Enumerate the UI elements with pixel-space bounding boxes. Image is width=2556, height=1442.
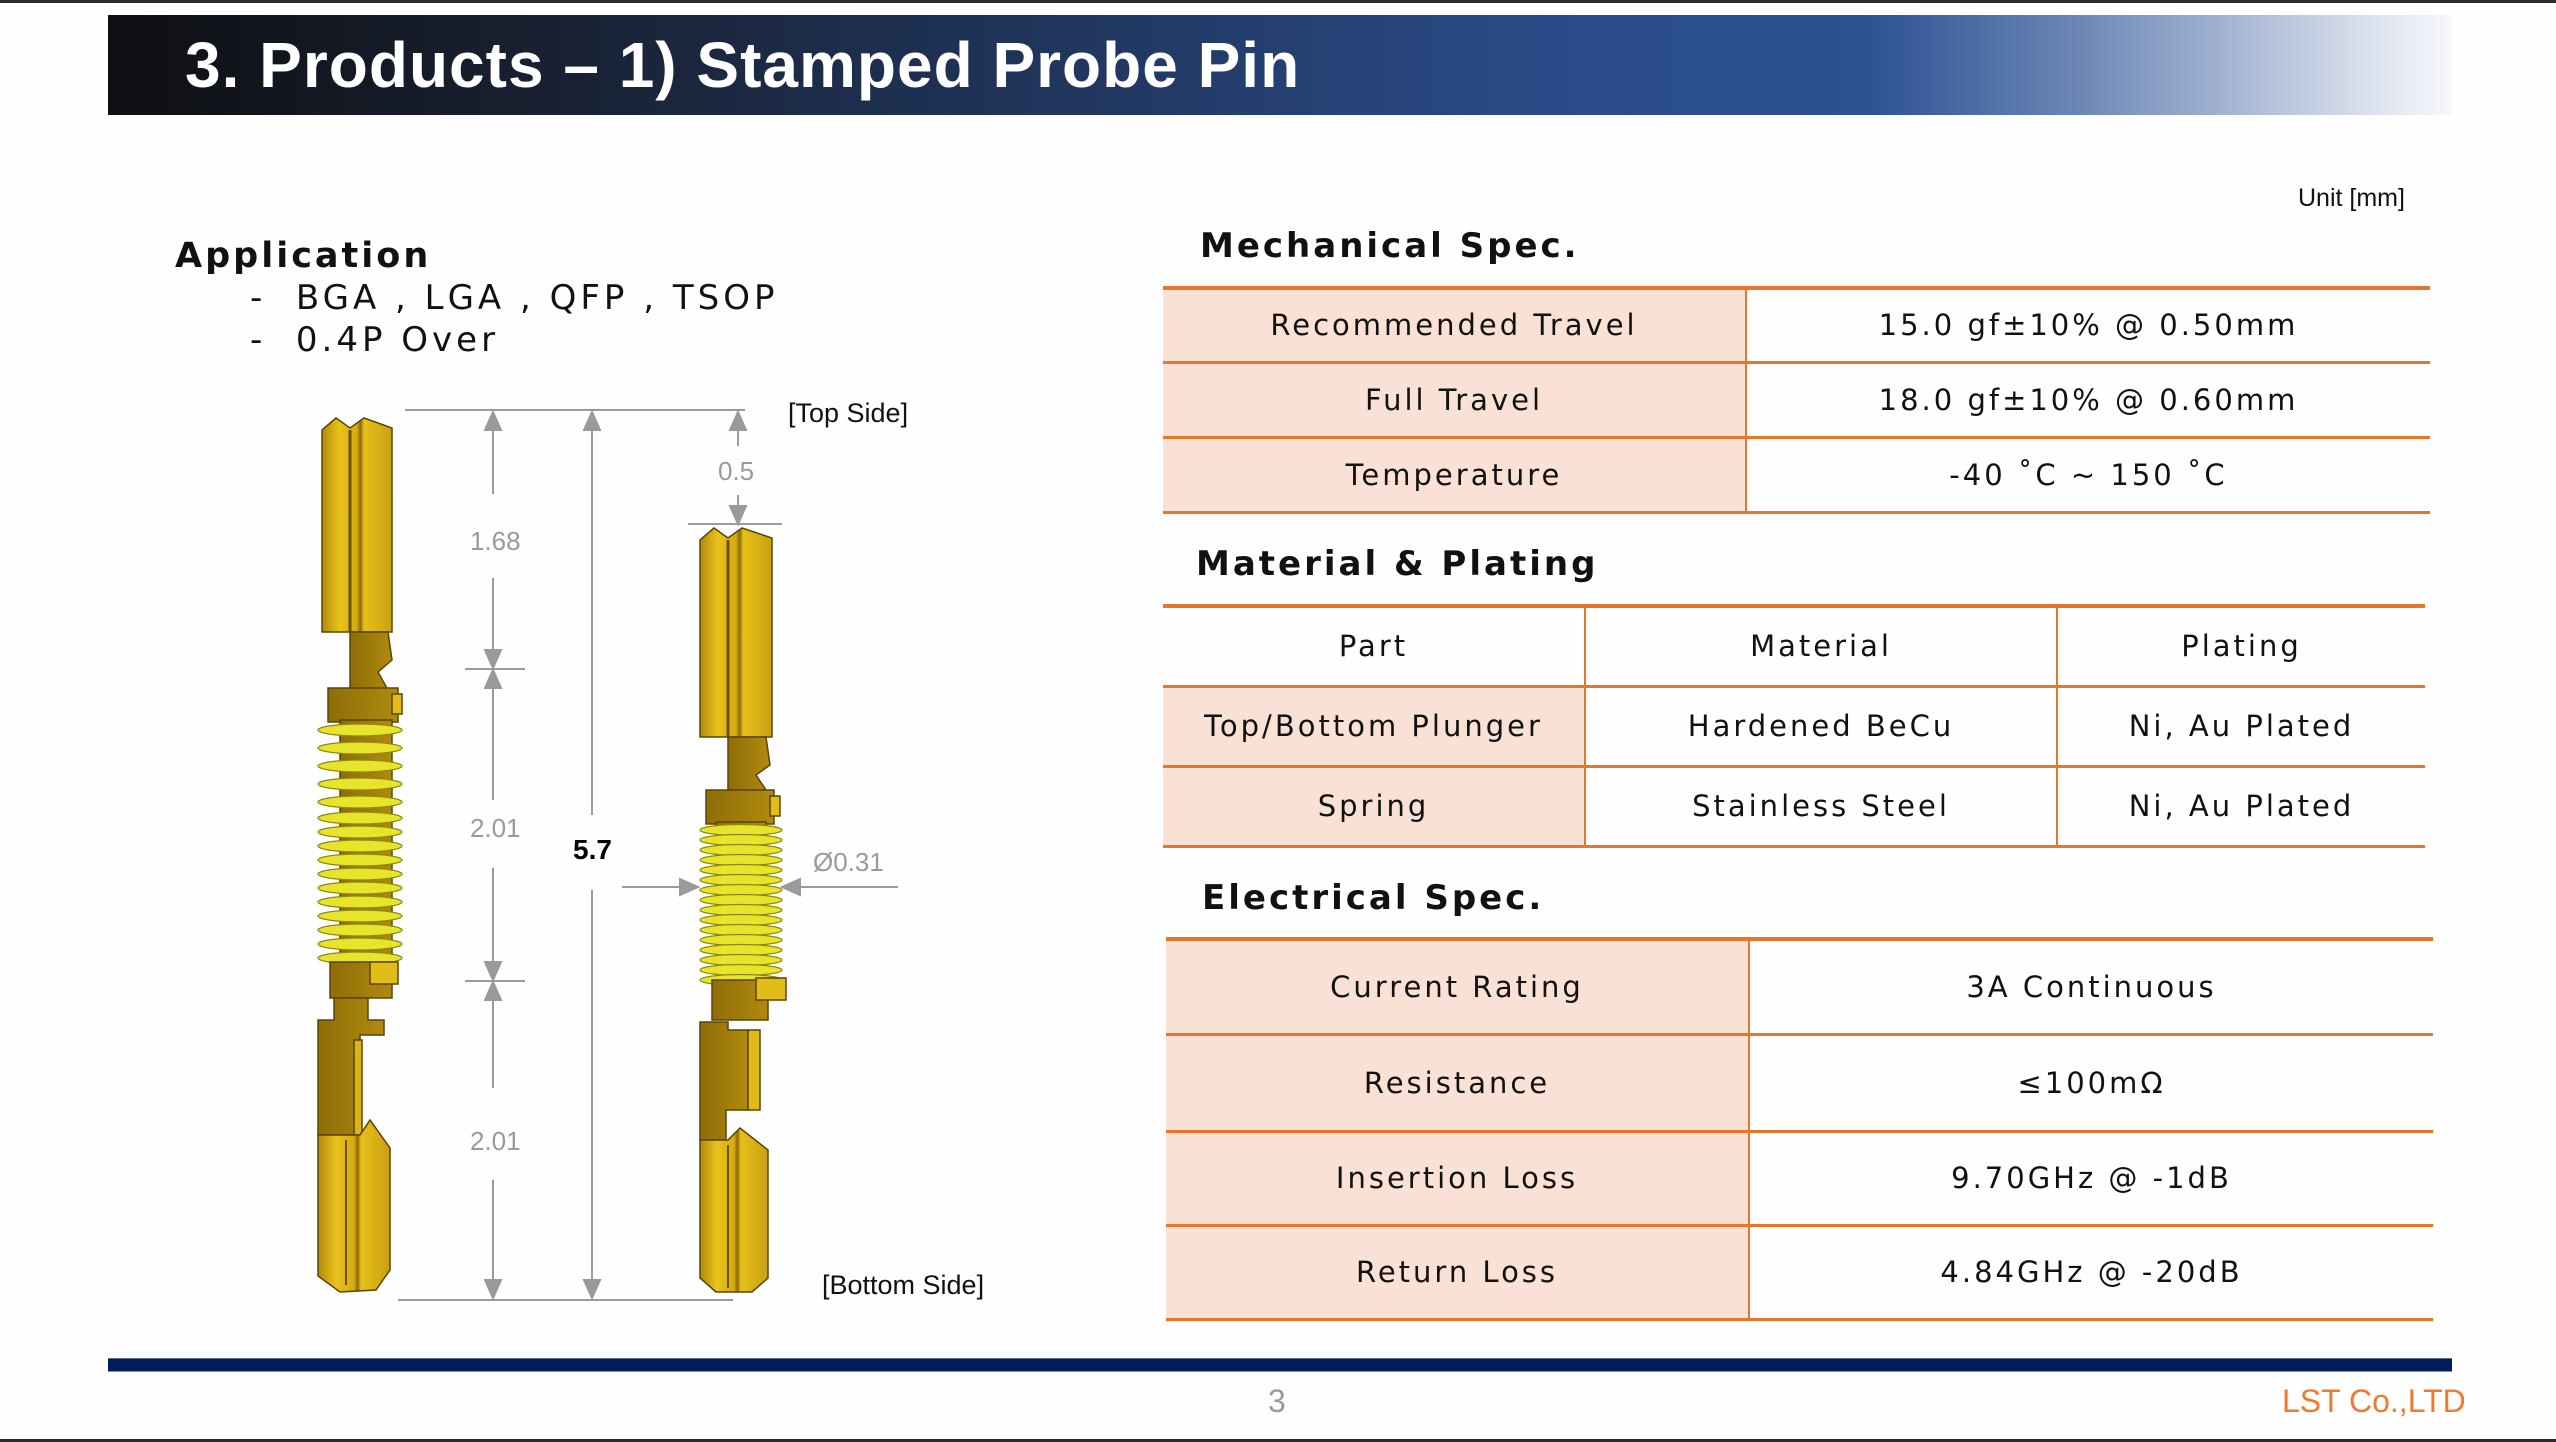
- footer-bar: [108, 1358, 2452, 1372]
- spec-value: 18.0 gf±10% @ 0.60mm: [1746, 362, 2430, 439]
- top-side-label: [Top Side]: [788, 398, 909, 428]
- spec-label: Current Rating: [1166, 937, 1750, 1036]
- table-row: Resistance ≤100mΩ: [1166, 1034, 2433, 1133]
- application-item: - 0.4P Over: [250, 320, 500, 360]
- table-row: Recommended Travel 15.0 gf±10% @ 0.50mm: [1163, 286, 2430, 364]
- table-row: Current Rating 3A Continuous: [1166, 937, 2433, 1036]
- mechanical-spec-heading: Mechanical Spec.: [1200, 226, 1580, 266]
- title-bar: [108, 15, 2452, 115]
- slide-title: 3. Products – 1) Stamped Probe Pin: [185, 29, 1301, 101]
- pin-free-state: [317, 417, 403, 1293]
- spring-coils: [699, 823, 783, 987]
- spec-label: Recommended Travel: [1163, 286, 1747, 364]
- spec-label: Full Travel: [1163, 362, 1747, 439]
- application-item: - BGA , LGA , QFP , TSOP: [250, 278, 779, 318]
- page-number: 3: [1268, 1383, 1286, 1419]
- column-header-part: Part: [1163, 604, 1586, 688]
- company-name: LST Co.,LTD: [2282, 1383, 2466, 1419]
- column-header-plating: Plating: [2057, 604, 2425, 688]
- unit-label: Unit [mm]: [2298, 184, 2405, 212]
- pin-compressed-state: [699, 527, 787, 1293]
- spec-value: 15.0 gf±10% @ 0.50mm: [1746, 286, 2430, 364]
- dimension-spring-diameter: Ø0.31: [813, 847, 884, 877]
- bottom-side-label: [Bottom Side]: [822, 1270, 985, 1300]
- column-header-material: Material: [1585, 604, 2058, 688]
- material-plating-table: Part Material Plating Top/Bottom Plunger…: [1163, 604, 2425, 848]
- table-row: Insertion Loss 9.70GHz @ -1dB: [1166, 1131, 2433, 1227]
- plating-cell: Ni, Au Plated: [2057, 766, 2425, 848]
- window-frame-bottom: [0, 1439, 2556, 1442]
- material-cell: Hardened BeCu: [1585, 686, 2058, 768]
- spec-label: Return Loss: [1166, 1225, 1750, 1321]
- table-row: Spring Stainless Steel Ni, Au Plated: [1163, 766, 2425, 848]
- spec-value: -40 ˚C ~ 150 ˚C: [1746, 437, 2430, 514]
- dimension-bottom-plunger: 2.01: [470, 1126, 521, 1156]
- application-heading: Application: [175, 236, 432, 276]
- part-cell: Spring: [1163, 766, 1586, 848]
- window-frame-top: [0, 0, 2556, 3]
- table-row: Temperature -40 ˚C ~ 150 ˚C: [1163, 437, 2430, 514]
- electrical-spec-table: Current Rating 3A Continuous Resistance …: [1166, 937, 2433, 1321]
- electrical-spec-heading: Electrical Spec.: [1202, 878, 1545, 918]
- spec-label: Resistance: [1166, 1034, 1750, 1133]
- material-cell: Stainless Steel: [1585, 766, 2058, 848]
- table-row: Top/Bottom Plunger Hardened BeCu Ni, Au …: [1163, 686, 2425, 768]
- spec-value: 9.70GHz @ -1dB: [1749, 1131, 2433, 1227]
- spec-value: 3A Continuous: [1749, 937, 2433, 1036]
- table-row: Full Travel 18.0 gf±10% @ 0.60mm: [1163, 362, 2430, 439]
- spec-value: 4.84GHz @ -20dB: [1749, 1225, 2433, 1321]
- mechanical-spec-table: Recommended Travel 15.0 gf±10% @ 0.50mm …: [1163, 286, 2430, 514]
- dimension-top-plunger: 1.68: [470, 526, 521, 556]
- dimension-total-length: 5.7: [573, 834, 612, 865]
- probe-pin-drawing: [317, 409, 898, 1301]
- material-plating-heading: Material & Plating: [1196, 544, 1599, 584]
- table-row: Return Loss 4.84GHz @ -20dB: [1166, 1225, 2433, 1321]
- spec-label: Temperature: [1163, 437, 1747, 514]
- plating-cell: Ni, Au Plated: [2057, 686, 2425, 768]
- part-cell: Top/Bottom Plunger: [1163, 686, 1586, 768]
- dimension-travel: 0.5: [718, 456, 755, 486]
- table-header-row: Part Material Plating: [1163, 604, 2425, 688]
- spec-label: Insertion Loss: [1166, 1131, 1750, 1227]
- spec-value: ≤100mΩ: [1749, 1034, 2433, 1133]
- dimension-lines: [398, 409, 898, 1301]
- spring-coils: [317, 723, 403, 965]
- dimension-spring-section: 2.01: [470, 813, 521, 843]
